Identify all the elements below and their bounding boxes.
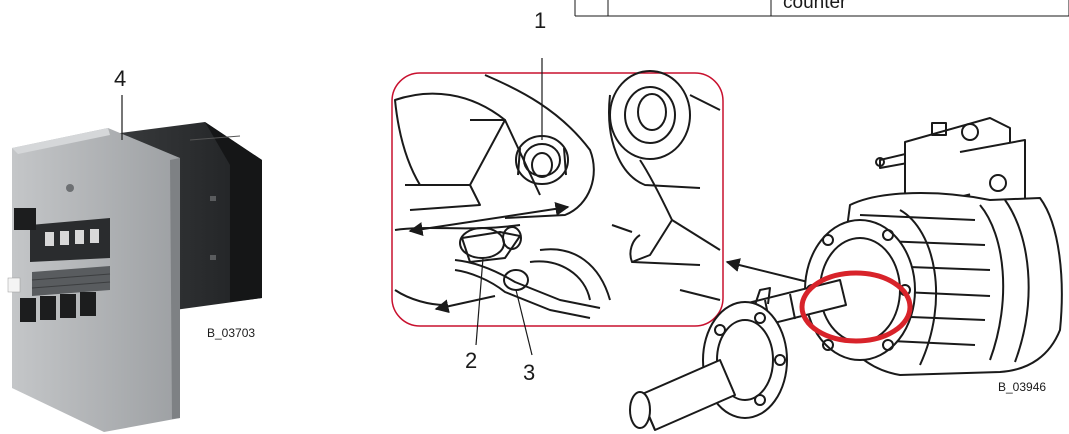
highlight-ring [799,270,913,344]
callout-1: 1 [534,8,547,33]
detail-inset [391,58,724,356]
top-table [574,0,1069,17]
table-cell-text: counter [783,0,847,13]
callout-2: 2 [465,348,478,373]
image-code-right: B_03946 [998,380,1047,394]
pointer-arrow [725,258,809,283]
motor-assembly-illustration [629,117,1063,431]
callout-3: 3 [523,360,536,385]
counter-device-illustration [7,95,262,432]
callout-4: 4 [114,66,127,91]
image-code-left: B_03703 [207,326,256,340]
